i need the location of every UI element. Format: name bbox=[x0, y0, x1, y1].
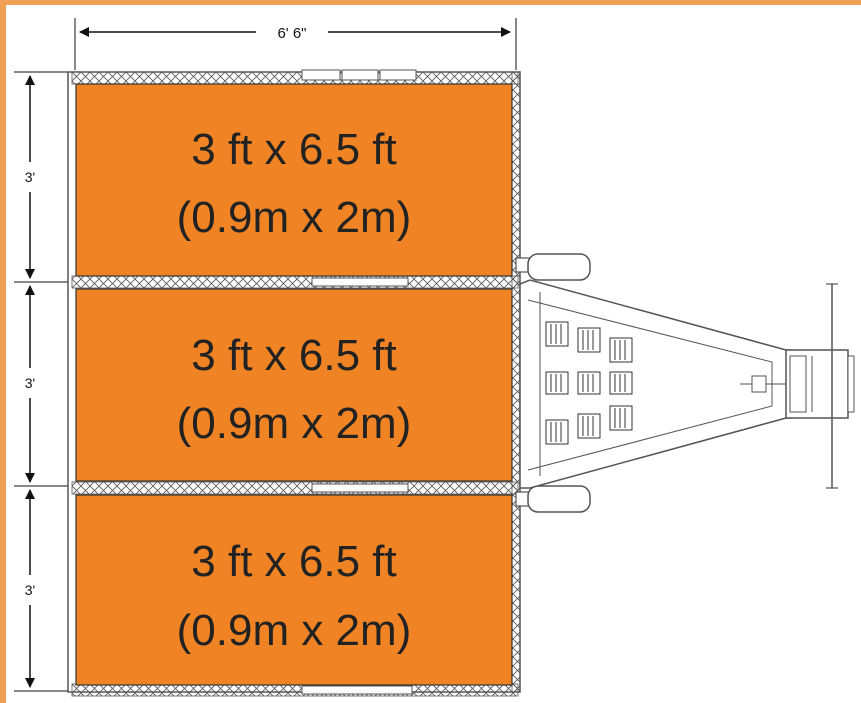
row-2-height-label: 3' bbox=[25, 375, 35, 391]
wheel-bottom bbox=[515, 485, 591, 513]
row-1-height-label: 3' bbox=[25, 169, 35, 185]
crate-icon bbox=[545, 321, 569, 347]
width-dimension: 6' 6" bbox=[74, 18, 517, 70]
cell-3-area bbox=[75, 494, 513, 686]
crate-icon bbox=[545, 371, 569, 395]
crate-icon bbox=[577, 327, 601, 353]
cell-1-label-line1: 3 ft x 6.5 ft bbox=[191, 125, 396, 174]
crate-icon bbox=[577, 371, 601, 395]
cell-1-label-line2: (0.9m x 2m) bbox=[177, 193, 412, 242]
width-label: 6' 6" bbox=[277, 25, 306, 42]
crate-icon bbox=[609, 337, 633, 363]
wheel-top bbox=[515, 253, 591, 281]
cell-3: 3 ft x 6.5 ft (0.9m x 2m) bbox=[75, 494, 513, 686]
cell-1: 3 ft x 6.5 ft (0.9m x 2m) bbox=[75, 83, 513, 277]
cell-3-label-line2: (0.9m x 2m) bbox=[177, 606, 412, 655]
cell-2: 3 ft x 6.5 ft (0.9m x 2m) bbox=[75, 288, 513, 482]
crate-icon bbox=[609, 405, 633, 431]
crate-icons bbox=[545, 321, 633, 445]
cell-2-area bbox=[75, 288, 513, 482]
trailer-frame bbox=[67, 69, 521, 697]
crate-icon bbox=[545, 419, 569, 445]
trailer-tongue bbox=[519, 279, 855, 489]
row-3-height-label: 3' bbox=[25, 582, 35, 598]
crate-icon bbox=[609, 371, 633, 395]
page-border-left bbox=[0, 0, 6, 703]
cell-1-area bbox=[75, 83, 513, 277]
cell-2-label-line1: 3 ft x 6.5 ft bbox=[191, 331, 396, 380]
cell-3-label-line1: 3 ft x 6.5 ft bbox=[191, 537, 396, 586]
cell-2-label-line2: (0.9m x 2m) bbox=[177, 399, 412, 448]
page-border-top bbox=[0, 0, 861, 5]
crate-icon bbox=[577, 413, 601, 439]
height-dimensions: 3' 3' 3' bbox=[14, 71, 68, 692]
